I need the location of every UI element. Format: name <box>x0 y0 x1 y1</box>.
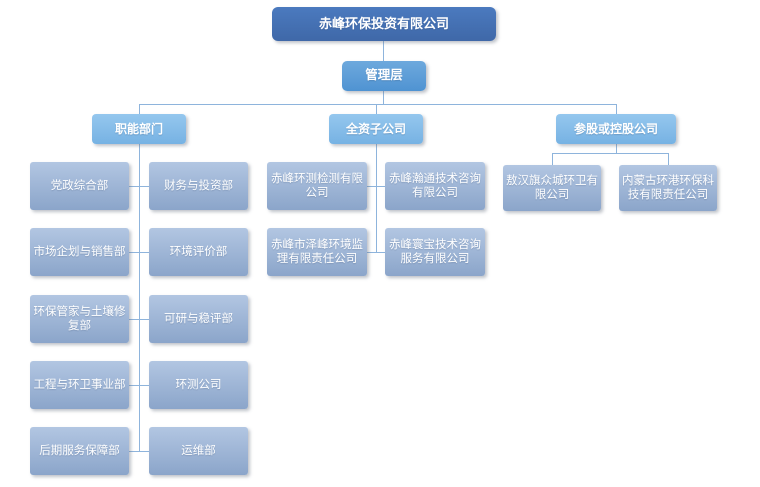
dept-box: 环测公司 <box>149 361 248 409</box>
connector-holdings-stem <box>616 144 617 153</box>
connector-functional-stub-row5 <box>129 451 149 452</box>
subsidiary-box: 赤峰环测检测有限公司 <box>267 162 367 210</box>
connector-holdings-branch <box>552 153 669 154</box>
connector-subsidiaries-trunk <box>376 144 377 252</box>
subsidiary-box: 赤峰市泽峰环境监理有限责任公司 <box>267 228 367 276</box>
connector-subsidiaries-stub-row2 <box>366 252 386 253</box>
group-header-holding-companies: 参股或控股公司 <box>556 114 676 144</box>
management-box: 管理层 <box>342 61 426 91</box>
connector-drop-holdings <box>616 104 617 114</box>
connector-functional-stub-row4 <box>129 385 149 386</box>
dept-box: 运维部 <box>149 427 248 475</box>
connector-management-drop <box>383 91 384 104</box>
invested-company-box: 内蒙古环港环保科技有限责任公司 <box>619 165 717 211</box>
group-header-functional-depts: 职能部门 <box>92 114 186 144</box>
dept-box: 党政综合部 <box>30 162 129 210</box>
connector-holdings-drop-right <box>668 153 669 165</box>
connector-holdings-drop-left <box>552 153 553 165</box>
org-root-box: 赤峰环保投资有限公司 <box>272 7 496 41</box>
dept-box: 可研与稳评部 <box>149 295 248 343</box>
connector-functional-stub-row1 <box>129 186 149 187</box>
dept-box: 财务与投资部 <box>149 162 248 210</box>
connector-functional-trunk <box>139 144 140 451</box>
subsidiary-box: 赤峰寰宝技术咨询服务有限公司 <box>385 228 485 276</box>
connector-functional-stub-row3 <box>129 319 149 320</box>
connector-drop-subsidiaries <box>376 104 377 114</box>
dept-box: 环境评价部 <box>149 228 248 276</box>
dept-box: 工程与环卫事业部 <box>30 361 129 409</box>
connector-subsidiaries-stub-row1 <box>366 186 386 187</box>
invested-company-box: 敖汉旗众城环卫有限公司 <box>503 165 601 211</box>
dept-box: 市场企划与销售部 <box>30 228 129 276</box>
connector-drop-functional <box>139 104 140 114</box>
connector-main-branch <box>139 104 617 105</box>
subsidiary-box: 赤峰瀚通技术咨询有限公司 <box>385 162 485 210</box>
dept-box: 后期服务保障部 <box>30 427 129 475</box>
group-header-wholly-owned-subsidiaries: 全资子公司 <box>329 114 423 144</box>
connector-root-management <box>383 41 384 61</box>
connector-functional-stub-row2 <box>129 252 149 253</box>
dept-box: 环保管家与土壤修复部 <box>30 295 129 343</box>
